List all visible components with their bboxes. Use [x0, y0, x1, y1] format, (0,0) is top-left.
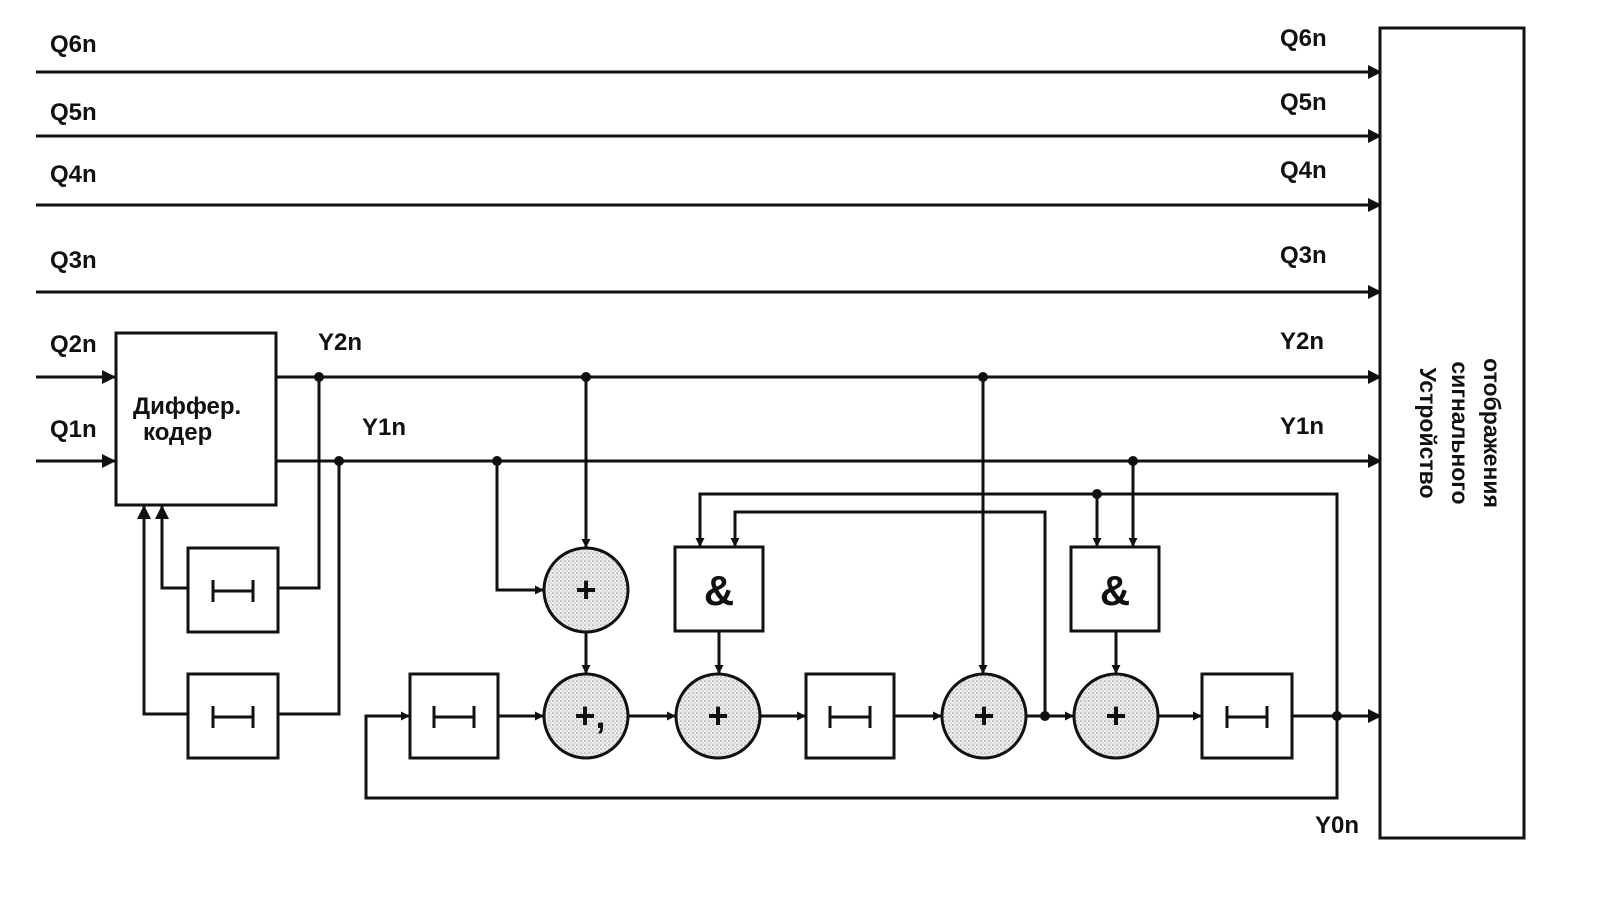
adder-2-symbol: +: [707, 695, 728, 736]
diff-coder-label-1: Диффер.: [133, 393, 241, 420]
label-q2-in: Q2n: [50, 331, 97, 358]
delay-block-chain-1: [408, 672, 500, 760]
label-y1-out: Y1n: [1280, 413, 1324, 440]
label-q6-in: Q6n: [50, 31, 97, 58]
label-q4-out: Q4n: [1280, 157, 1327, 184]
and-gate-1: &: [673, 545, 765, 633]
label-q5-out: Q5n: [1280, 89, 1327, 116]
label-q5-in: Q5n: [50, 99, 97, 126]
and-gate-2: &: [1069, 545, 1161, 633]
display-label-line-2: сигнального: [1447, 361, 1473, 504]
label-q3-out: Q3n: [1280, 242, 1327, 269]
label-y2: Y2n: [318, 329, 362, 356]
display-label-line-1: Устройство: [1415, 367, 1441, 498]
delay-icon: [1225, 706, 1269, 728]
adder-3-symbol: +: [973, 695, 994, 736]
adder-4: +: [1072, 672, 1160, 760]
adder-2: +: [674, 672, 762, 760]
diff-coder-label-2: кодер: [143, 419, 212, 446]
delay-icon: [211, 706, 255, 728]
junction-dot: [334, 456, 344, 466]
diff-coder-block: Диффер. кодер: [114, 331, 278, 507]
wire-y0-feedback-loop: [364, 711, 1339, 800]
label-q6-out: Q6n: [1280, 25, 1327, 52]
delay-block-chain-2: [804, 672, 896, 760]
delay-icon: [211, 580, 255, 602]
adder-4-symbol: +: [1105, 695, 1126, 736]
delay-block-y2-feedback: [186, 546, 280, 634]
label-y0: Y0n: [1315, 812, 1359, 839]
delay-block-y1-feedback: [186, 672, 280, 760]
wire-tap-to-and1: [730, 510, 1047, 716]
adder-1-symbol: +,: [574, 695, 605, 736]
delay-icon: [828, 706, 872, 728]
label-y2-out: Y2n: [1280, 328, 1324, 355]
and-gate-1-symbol: &: [704, 567, 734, 614]
label-y1: Y1n: [362, 414, 406, 441]
label-q4-in: Q4n: [50, 161, 97, 188]
adder-1: +,: [542, 672, 630, 760]
adder-3: +: [940, 672, 1028, 760]
adder-top: +: [542, 546, 630, 634]
display-device-block: Устройство сигнального отображения: [1378, 26, 1526, 840]
wire-y0-feedback-up: [695, 492, 1339, 716]
adder-top-symbol: +: [575, 569, 596, 610]
junction-dot: [314, 372, 324, 382]
and-gate-2-symbol: &: [1100, 567, 1130, 614]
label-q1-in: Q1n: [50, 416, 97, 443]
wire-y1-feedback: [137, 461, 341, 716]
display-label-line-3: отображения: [1479, 358, 1505, 508]
wire-y1-to-adder-top: [495, 461, 544, 595]
delay-icon: [432, 706, 476, 728]
label-q3-in: Q3n: [50, 247, 97, 274]
delay-block-chain-3: [1200, 672, 1294, 760]
wire-y2-feedback: [155, 377, 321, 590]
